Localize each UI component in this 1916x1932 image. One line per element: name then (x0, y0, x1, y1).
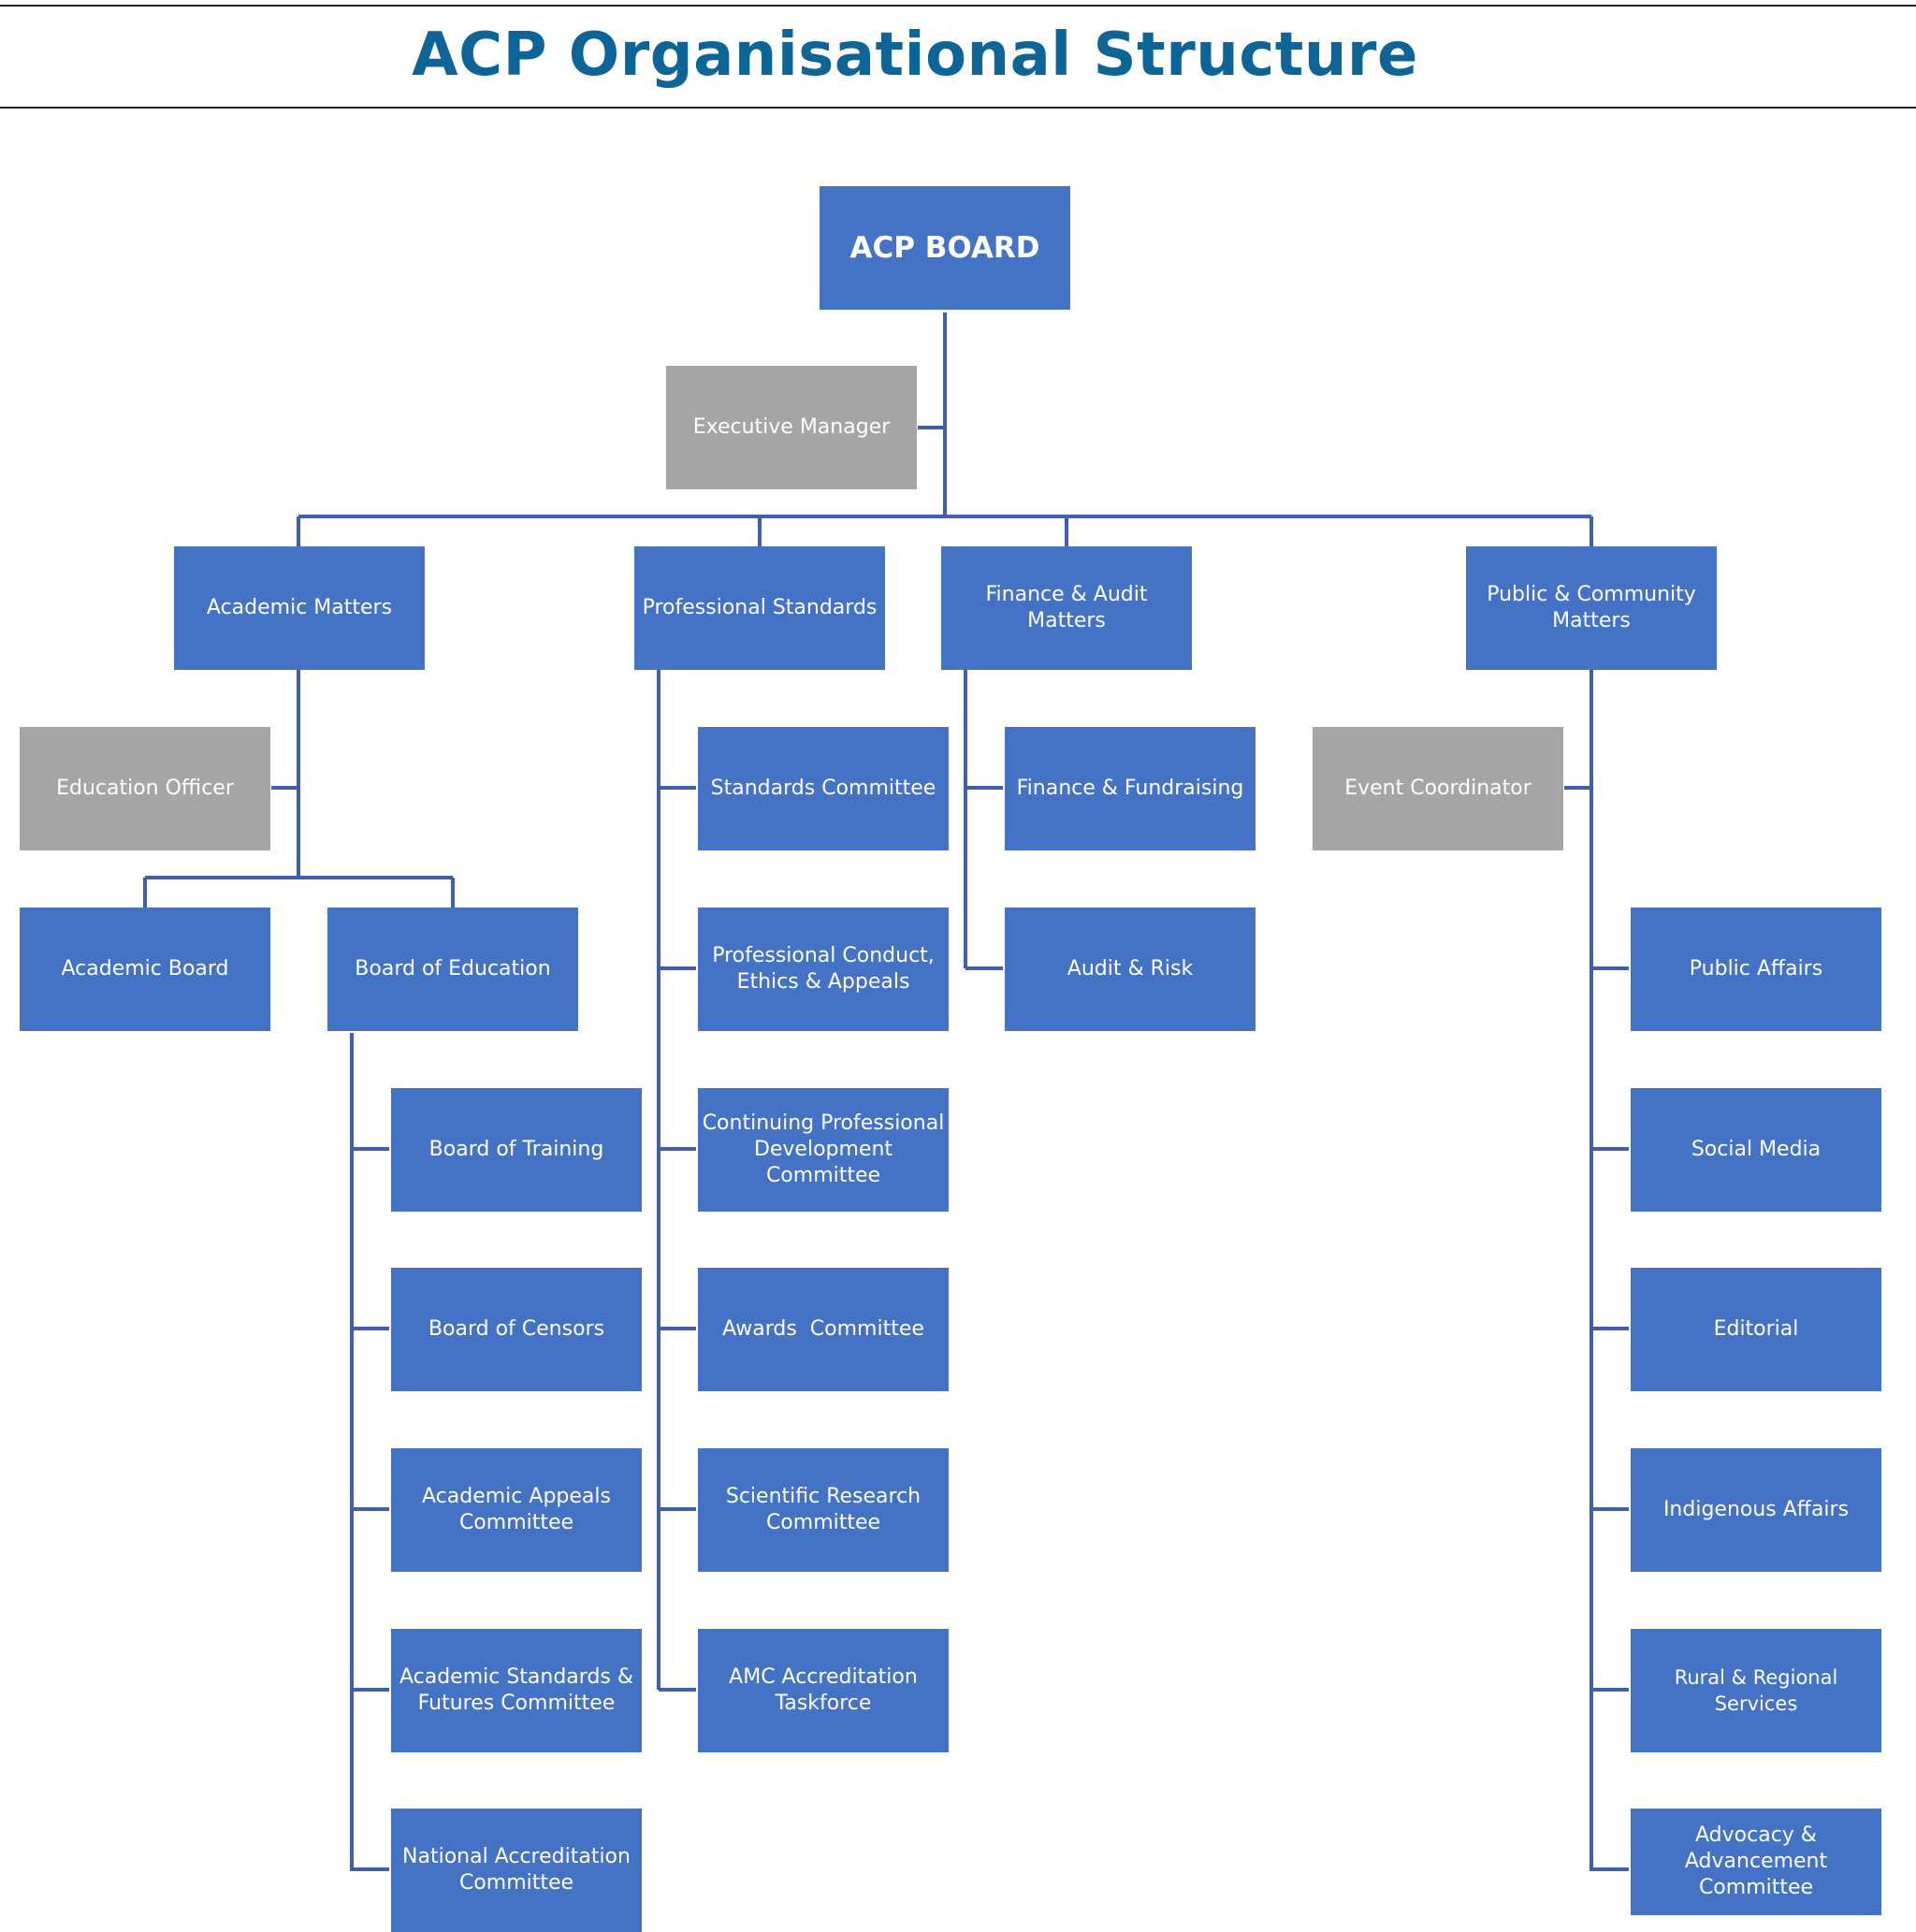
node-amc-accreditation-taskforce: AMC Accreditation Taskforce (698, 1629, 949, 1752)
node-professional-conduct: Professional Conduct, Ethics & Appeals (698, 908, 949, 1031)
node-academic-board: Academic Board (20, 908, 270, 1031)
node-scientific-research-committee: Scientific Research Committee (698, 1448, 949, 1572)
node-national-accreditation-committee: National Accreditation Committee (391, 1809, 642, 1932)
node-editorial: Editorial (1631, 1268, 1881, 1391)
node-audit-risk: Audit & Risk (1005, 908, 1256, 1031)
node-advocacy-advancement-committee: Advocacy & Advancement Committee (1631, 1809, 1881, 1915)
page-title: ACP Organisational Structure (412, 21, 1418, 90)
node-standards-committee: Standards Committee (698, 727, 949, 850)
node-professional-standards: Professional Standards (634, 546, 885, 670)
node-board-of-training: Board of Training (391, 1088, 642, 1212)
node-event-coordinator: Event Coordinator (1313, 727, 1563, 850)
node-cpd-committee: Continuing Professional Development Comm… (698, 1088, 949, 1212)
node-rural-regional-services: Rural & Regional Services (1631, 1629, 1881, 1752)
node-academic-standards-futures-committee: Academic Standards & Futures Committee (391, 1629, 642, 1752)
node-academic-appeals-committee: Academic Appeals Committee (391, 1448, 642, 1572)
title-underline (0, 107, 1916, 109)
node-awards-committee: Awards Committee (698, 1268, 949, 1391)
node-board-of-education: Board of Education (327, 908, 578, 1031)
node-academic-matters: Academic Matters (174, 546, 425, 670)
node-indigenous-affairs: Indigenous Affairs (1631, 1448, 1881, 1572)
node-finance-fundraising: Finance & Fundraising (1005, 727, 1256, 850)
node-social-media: Social Media (1631, 1088, 1881, 1212)
top-rule (0, 5, 1916, 7)
node-finance-audit-matters: Finance & Audit Matters (941, 546, 1192, 670)
node-public-community-matters: Public & Community Matters (1466, 546, 1717, 670)
node-executive-manager: Executive Manager (666, 366, 917, 489)
node-acp-board: ACP BOARD (820, 186, 1070, 310)
node-public-affairs: Public Affairs (1631, 908, 1881, 1031)
node-board-of-censors: Board of Censors (391, 1268, 642, 1391)
node-education-officer: Education Officer (20, 727, 270, 850)
